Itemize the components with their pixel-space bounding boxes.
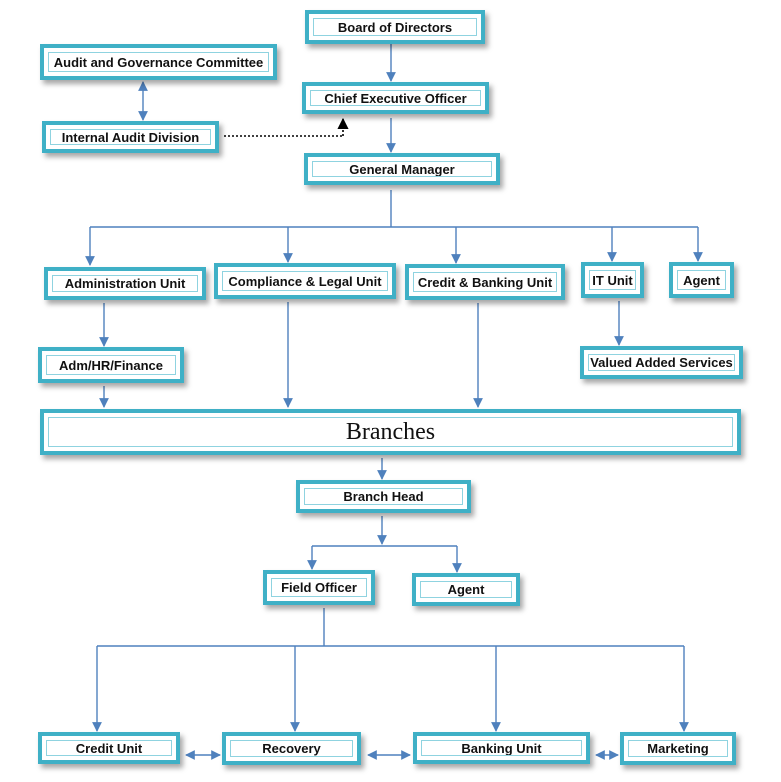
credit-unit-box: Credit Unit bbox=[38, 732, 180, 764]
agent-branch-box: Agent bbox=[412, 573, 520, 606]
recovery-box: Recovery bbox=[222, 732, 361, 765]
adm-hr-finance-box: Adm/HR/Finance bbox=[38, 347, 184, 383]
banking-unit-box: Banking Unit bbox=[413, 732, 590, 764]
board-of-directors-box: Board of Directors bbox=[305, 10, 485, 44]
branches-box: Branches bbox=[40, 409, 741, 455]
audit-committee-box: Audit and Governance Committee bbox=[40, 44, 277, 80]
administration-unit-box: Administration Unit bbox=[44, 267, 206, 300]
compliance-legal-unit-box: Compliance & Legal Unit bbox=[214, 263, 396, 299]
credit-banking-unit-box: Credit & Banking Unit bbox=[405, 264, 565, 300]
general-manager-box: General Manager bbox=[304, 153, 500, 185]
internal-audit-box: Internal Audit Division bbox=[42, 121, 219, 153]
agent-top-box: Agent bbox=[669, 262, 734, 298]
valued-added-services-box: Valued Added Services bbox=[580, 346, 743, 379]
branch-head-box: Branch Head bbox=[296, 480, 471, 513]
it-unit-box: IT Unit bbox=[581, 262, 644, 298]
ceo-box: Chief Executive Officer bbox=[302, 82, 489, 114]
marketing-box: Marketing bbox=[620, 732, 736, 765]
field-officer-box: Field Officer bbox=[263, 570, 375, 605]
